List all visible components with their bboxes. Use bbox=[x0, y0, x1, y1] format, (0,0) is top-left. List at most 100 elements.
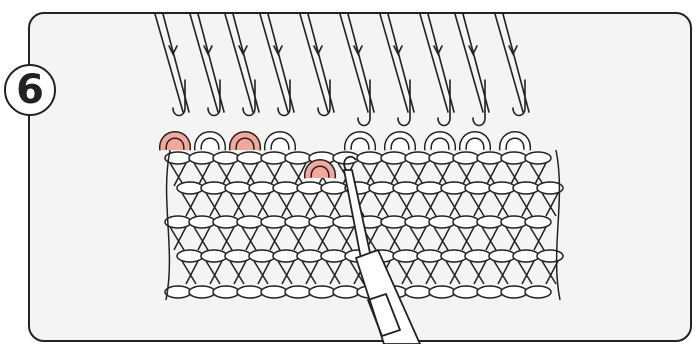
needle-shaft bbox=[300, 14, 328, 112]
stitch bbox=[237, 216, 263, 228]
stitch bbox=[465, 182, 491, 194]
stitch bbox=[501, 286, 527, 298]
stitch bbox=[249, 182, 275, 194]
stitch bbox=[513, 182, 539, 194]
stitch bbox=[273, 182, 299, 194]
stitch bbox=[405, 152, 431, 164]
stitch-leg bbox=[518, 261, 534, 284]
stitch bbox=[441, 250, 467, 262]
stitch bbox=[489, 250, 515, 262]
stitch bbox=[381, 216, 407, 228]
stitch-leg bbox=[446, 261, 462, 284]
stitch bbox=[285, 152, 311, 164]
stitch-leg bbox=[494, 193, 510, 216]
stitch bbox=[501, 216, 527, 228]
stitch bbox=[225, 250, 251, 262]
stitch-leg bbox=[314, 227, 330, 250]
stitch bbox=[369, 182, 395, 194]
stitch bbox=[393, 250, 419, 262]
stitch bbox=[309, 286, 335, 298]
stitch bbox=[429, 152, 455, 164]
stitch bbox=[525, 152, 551, 164]
stitch bbox=[417, 182, 443, 194]
stitch bbox=[525, 286, 551, 298]
stitch-leg bbox=[326, 261, 342, 284]
stitch bbox=[213, 152, 239, 164]
stitch-leg bbox=[470, 261, 486, 284]
stitch bbox=[297, 182, 323, 194]
stitch-leg bbox=[230, 261, 246, 284]
fabric-edge-right bbox=[556, 150, 560, 300]
needle-shaft bbox=[455, 14, 483, 112]
stitch-leg bbox=[302, 193, 318, 216]
stitch bbox=[297, 250, 323, 262]
stitch-leg bbox=[482, 227, 498, 250]
stitch bbox=[453, 152, 479, 164]
stitch bbox=[285, 216, 311, 228]
stitch bbox=[429, 286, 455, 298]
needle-shaft bbox=[495, 14, 523, 112]
stitch bbox=[177, 182, 203, 194]
stitch bbox=[441, 182, 467, 194]
stitch bbox=[261, 286, 287, 298]
needle-shaft bbox=[380, 14, 408, 112]
stitch-leg bbox=[254, 193, 270, 216]
stitch-leg bbox=[338, 227, 354, 250]
stitch-leg bbox=[194, 227, 210, 250]
stitch-leg bbox=[398, 261, 414, 284]
stitch bbox=[465, 250, 491, 262]
stitch bbox=[537, 250, 563, 262]
stitch bbox=[213, 286, 239, 298]
stitch-leg bbox=[530, 227, 546, 250]
stitch bbox=[321, 182, 347, 194]
stitch bbox=[513, 250, 539, 262]
stitch bbox=[333, 286, 359, 298]
stitch bbox=[201, 250, 227, 262]
stitch bbox=[429, 216, 455, 228]
stitch bbox=[165, 286, 191, 298]
stitch bbox=[393, 182, 419, 194]
stitch bbox=[525, 216, 551, 228]
stitch bbox=[357, 152, 383, 164]
stitch bbox=[477, 216, 503, 228]
stitch bbox=[213, 216, 239, 228]
stitch bbox=[273, 250, 299, 262]
stitch-leg bbox=[230, 193, 246, 216]
stitch bbox=[189, 216, 215, 228]
stitch bbox=[249, 250, 275, 262]
stitch bbox=[477, 152, 503, 164]
stitch bbox=[189, 286, 215, 298]
stitch bbox=[405, 286, 431, 298]
stitch-leg bbox=[494, 261, 510, 284]
stitch bbox=[237, 286, 263, 298]
stitch-leg bbox=[518, 193, 534, 216]
stitch bbox=[405, 216, 431, 228]
needle-shaft bbox=[260, 14, 288, 112]
stitch bbox=[309, 216, 335, 228]
stitch-leg bbox=[278, 193, 294, 216]
stitch-leg bbox=[446, 193, 462, 216]
needle-shaft bbox=[190, 14, 218, 112]
stitch bbox=[477, 286, 503, 298]
stitch-leg bbox=[242, 227, 258, 250]
stitch bbox=[417, 250, 443, 262]
stitch-leg bbox=[470, 193, 486, 216]
stitch-leg bbox=[254, 261, 270, 284]
stitch-leg bbox=[542, 193, 558, 216]
stitch-leg bbox=[206, 193, 222, 216]
stitch bbox=[237, 152, 263, 164]
stitch-leg bbox=[278, 261, 294, 284]
needle-bed bbox=[155, 14, 529, 126]
stitch-leg bbox=[422, 193, 438, 216]
needle-shaft bbox=[420, 14, 448, 112]
stitch bbox=[201, 182, 227, 194]
needle-hook-icon bbox=[398, 80, 410, 126]
stitch bbox=[285, 286, 311, 298]
stitch-leg bbox=[434, 227, 450, 250]
needle-shaft bbox=[340, 14, 368, 112]
stitch-leg bbox=[218, 227, 234, 250]
stitch-leg bbox=[266, 227, 282, 250]
stitch-leg bbox=[542, 261, 558, 284]
